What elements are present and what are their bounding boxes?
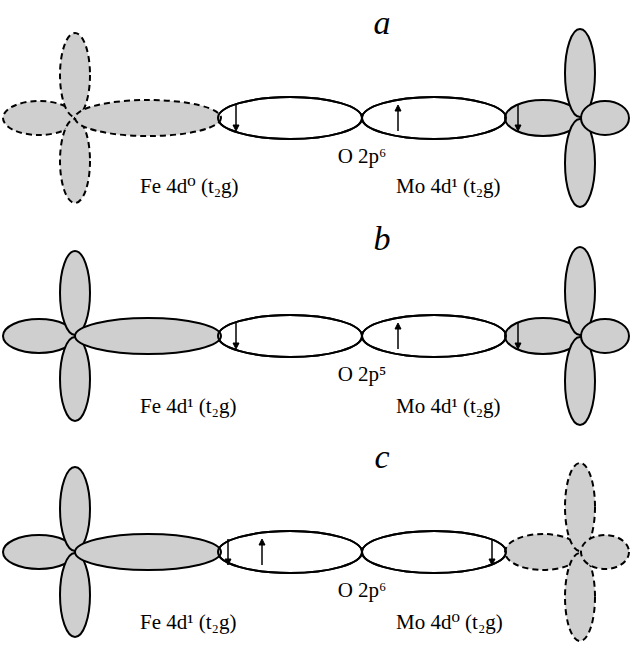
orbital-outline [218, 315, 362, 357]
spin-arrowhead [515, 125, 521, 131]
orbital-lobe [218, 531, 362, 573]
orbital-lobe [60, 467, 90, 551]
orbital-lobe [581, 535, 629, 569]
orbital-label: O 2p⁵ [338, 364, 387, 385]
spin-arrowhead [225, 559, 231, 565]
orbital-lobe [60, 251, 90, 335]
orbital-lobe [362, 97, 506, 139]
orbital-lobe [565, 553, 595, 641]
panel-letter: a [374, 6, 391, 40]
orbital-lobe [581, 319, 629, 353]
spin-arrowhead [233, 125, 239, 131]
spin-arrowhead [489, 559, 495, 565]
orbital-outline [218, 97, 362, 139]
orbital-label: Fe 4d⁰ (t₂g) [140, 176, 239, 197]
spin-arrowhead [395, 323, 401, 329]
orbital-lobe [362, 315, 506, 357]
panel-letter: b [374, 222, 391, 256]
orbital-label: O 2p⁶ [338, 580, 387, 601]
orbital-outline [362, 315, 506, 357]
bond-panel [3, 247, 629, 425]
orbital-label: Mo 4d⁰ (t₂g) [396, 612, 503, 633]
orbital-label: O 2p⁶ [338, 146, 387, 167]
bond-panel [3, 463, 629, 641]
panel-letter: c [374, 440, 389, 474]
orbital-lobe [218, 315, 362, 357]
spin-arrowhead [259, 539, 265, 545]
orbital-lobe [60, 337, 90, 421]
orbital-lobe [60, 119, 90, 203]
bond-panel [3, 29, 629, 207]
orbital-label: Fe 4d¹ (t₂g) [140, 612, 236, 633]
orbital-outline [362, 97, 506, 139]
orbital-label: Mo 4d¹ (t₂g) [396, 396, 501, 417]
orbital-label: Fe 4d¹ (t₂g) [140, 396, 236, 417]
orbital-lobe [362, 531, 506, 573]
orbital-lobe [75, 534, 221, 570]
orbital-lobe [75, 318, 221, 354]
orbital-lobe [60, 33, 90, 117]
orbital-lobe [218, 97, 362, 139]
orbital-outline [218, 531, 362, 573]
spin-arrowhead [233, 343, 239, 349]
spin-arrowhead [515, 343, 521, 349]
spin-arrowhead [395, 105, 401, 111]
orbital-label: Mo 4d¹ (t₂g) [396, 176, 501, 197]
orbital-lobe [581, 101, 629, 135]
orbital-lobe [75, 100, 221, 136]
orbital-outline [362, 531, 506, 573]
orbital-lobe [60, 553, 90, 637]
